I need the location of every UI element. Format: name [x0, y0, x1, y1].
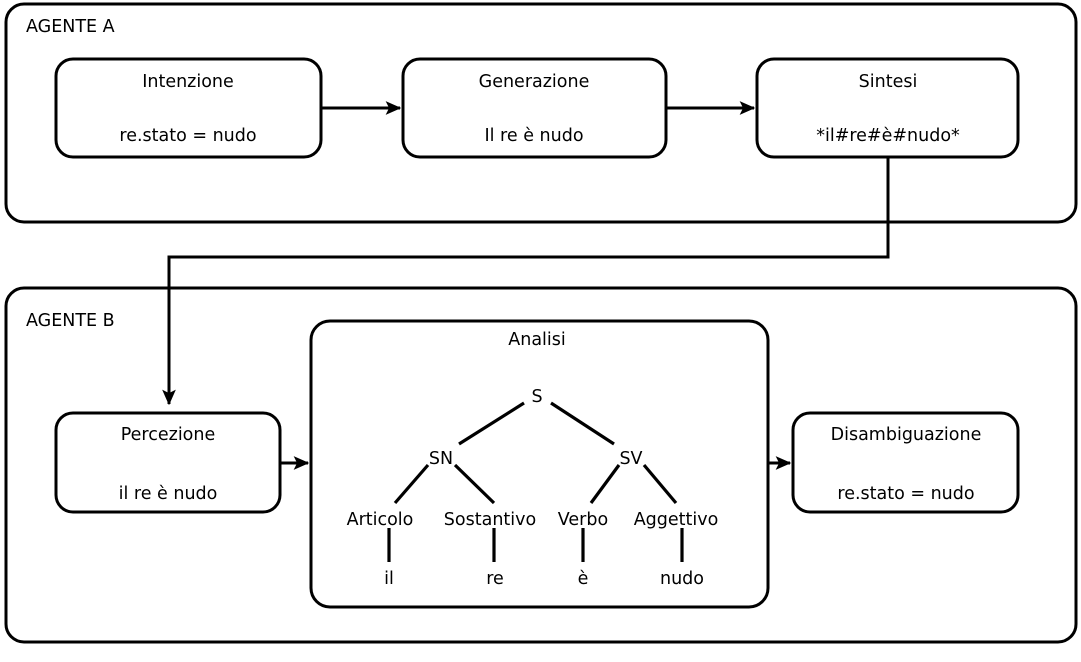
- node-intenzione[interactable]: Intenzione re.stato = nudo: [54, 57, 323, 159]
- node-percezione-value: il re è nudo: [119, 484, 218, 504]
- agent-b-frame: [4, 286, 1078, 644]
- node-disambiguazione-value: re.stato = nudo: [837, 484, 974, 504]
- agent-a-container: AGENTE A Intenzione re.stato = nudo Gene…: [4, 2, 1078, 224]
- agent-b-container: AGENTE B Percezione il re è nudo Analisi: [4, 286, 1078, 644]
- node-generazione-title: Generazione: [479, 72, 590, 92]
- edge-sv-to-verbo: [589, 464, 621, 504]
- node-sintesi-value: *il#re#è#nudo*: [816, 126, 960, 146]
- tree-node-s: S: [531, 387, 542, 407]
- tree-leaf-nudo: nudo: [660, 569, 704, 589]
- node-sintesi-title: Sintesi: [859, 72, 918, 92]
- edge-s-to-sv: [550, 401, 615, 446]
- node-generazione[interactable]: Generazione Il re è nudo: [401, 57, 668, 159]
- parse-tree-edges: [387, 401, 684, 562]
- agent-b-label: AGENTE B: [26, 311, 115, 331]
- edge-sn-to-articolo: [393, 463, 430, 505]
- arrow-sintesi-to-percezione: [162, 157, 890, 406]
- tree-node-sostantivo: Sostantivo: [444, 510, 536, 530]
- edge-sn-to-sostantivo: [453, 463, 496, 505]
- tree-node-sv: SV: [619, 449, 642, 469]
- node-intenzione-title: Intenzione: [142, 72, 234, 92]
- tree-node-aggettivo: Aggettivo: [634, 510, 719, 530]
- node-percezione-title: Percezione: [121, 425, 216, 445]
- tree-node-verbo: Verbo: [558, 510, 608, 530]
- tree-leaf-il: il: [384, 569, 394, 589]
- node-disambiguazione-title: Disambiguazione: [831, 425, 982, 445]
- node-disambiguazione-box[interactable]: [791, 411, 1020, 514]
- tree-node-articolo: Articolo: [347, 510, 414, 530]
- group-analisi[interactable]: Analisi S SN SV Articolo Sostantivo Verb: [309, 319, 770, 609]
- node-percezione[interactable]: Percezione il re è nudo: [54, 411, 282, 514]
- edge-sv-to-aggettivo: [642, 463, 678, 505]
- group-analisi-title: Analisi: [508, 330, 566, 350]
- node-generazione-value: Il re è nudo: [484, 126, 583, 146]
- tree-leaf-e: è: [578, 569, 589, 589]
- node-disambiguazione[interactable]: Disambiguazione re.stato = nudo: [791, 411, 1020, 514]
- agent-a-frame: [4, 2, 1078, 224]
- node-intenzione-value: re.stato = nudo: [119, 126, 256, 146]
- tree-leaf-re: re: [486, 569, 504, 589]
- group-analisi-box[interactable]: [309, 319, 770, 609]
- tree-node-sn: SN: [429, 449, 453, 469]
- agent-a-label: AGENTE A: [26, 17, 115, 37]
- edge-s-to-sn: [458, 401, 525, 446]
- node-sintesi[interactable]: Sintesi *il#re#è#nudo*: [755, 57, 1020, 159]
